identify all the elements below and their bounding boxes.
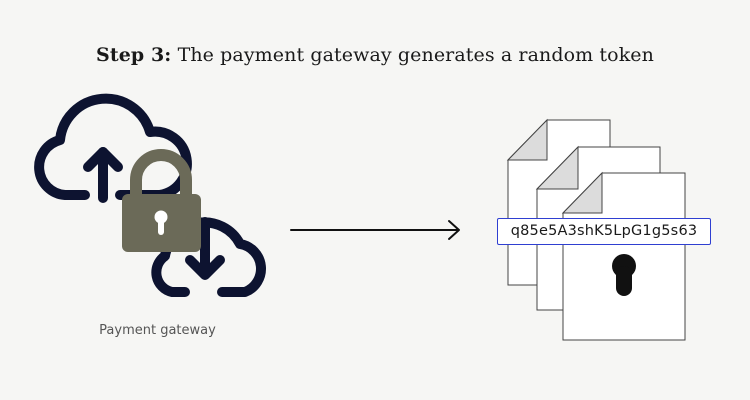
arrow-right-icon	[290, 220, 460, 240]
cloud-upload-icon	[34, 93, 192, 203]
keyhole-icon	[612, 254, 636, 296]
page-title: Step 3: The payment gateway generates a …	[0, 44, 750, 66]
step-description: The payment gateway generates a random t…	[177, 44, 654, 66]
document-stack-icon	[506, 118, 686, 341]
random-token: q85e5A3shK5LpG1g5s63	[497, 218, 711, 245]
padlock-icon	[122, 149, 201, 252]
cloud-download-icon	[151, 217, 266, 297]
step-number: Step 3:	[96, 44, 172, 66]
payment-gateway-label: Payment gateway	[99, 323, 216, 338]
